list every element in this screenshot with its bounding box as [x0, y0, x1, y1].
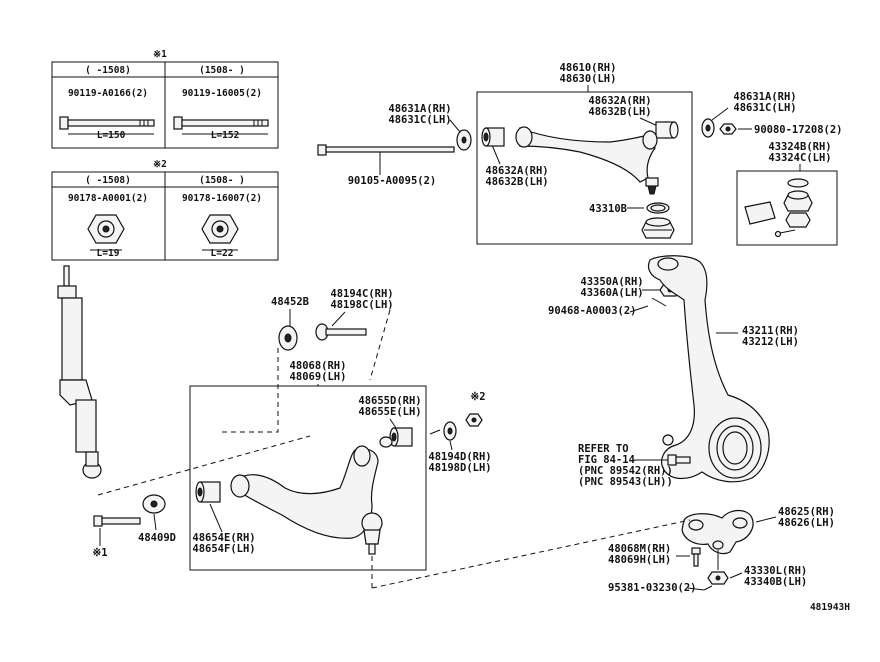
nut-icon — [719, 123, 737, 135]
bushing-icon — [481, 127, 505, 147]
bushing-icon — [195, 481, 221, 503]
boot-kit-icon — [744, 178, 813, 238]
label-refer-1: REFER TO — [578, 443, 629, 455]
label-knuckle-a-rh: 43350A(RH) — [580, 276, 643, 288]
label-nut-upper: 90080-17208(2) — [754, 124, 843, 136]
label-bush-632b-top: 48632B(LH) — [588, 106, 651, 118]
label-lower-arm-lh: 48069(LH) — [290, 371, 347, 383]
bolt-icon — [173, 116, 269, 130]
inset-nut-table: ※2 ( -1508) (1508- ) 90178-A0001(2) 9017… — [51, 159, 279, 261]
lower-control-arm — [230, 445, 383, 555]
cam-plate-icon — [142, 494, 166, 514]
label-cotter: 95381-03230(2) — [608, 582, 697, 594]
label-mark1: ※1 — [92, 547, 107, 559]
label-cam-bolt-lh: 48198C(LH) — [330, 299, 393, 311]
label-nut-330l: 43330L(RH) — [744, 565, 807, 577]
inset1-col1-range: ( -1508) — [85, 65, 131, 76]
bushing-icon — [655, 121, 679, 139]
boot-icon — [641, 217, 675, 239]
nut-icon — [201, 214, 239, 244]
inset2-col1-length: L=19 — [97, 248, 120, 259]
label-refer-3: (PNC 89542(RH)) — [578, 465, 673, 477]
label-mark2: ※2 — [470, 391, 485, 403]
boot-kit-frame — [736, 170, 838, 246]
label-hub-lh: 48626(LH) — [778, 517, 835, 529]
label-cam-nut-rh: 48194D(RH) — [428, 451, 491, 463]
label-knuckle-a-lh: 43360A(LH) — [580, 287, 643, 299]
label-knuckle-rh: 43211(RH) — [742, 325, 799, 337]
label-boot-rh: 43324B(RH) — [768, 141, 831, 153]
bolt-icon — [59, 116, 155, 130]
label-bushing-a-rh: 48631A(RH) — [388, 103, 451, 115]
cam-plate-icon — [278, 325, 298, 351]
label-upper-arm-lh: 48630(LH) — [560, 73, 617, 85]
ring-icon — [646, 202, 670, 214]
label-refer-4: (PNC 89543(LH)) — [578, 476, 673, 488]
inset1-col2-range: (1508- ) — [199, 65, 245, 76]
label-bushing-b-rh: 48631A(RH) — [733, 91, 796, 103]
label-bushing-a-lh: 48631C(LH) — [388, 114, 451, 126]
lower-bolt-icon — [93, 515, 141, 527]
label-lower-bolt: 48409D — [138, 532, 176, 544]
label-bush-632b-mid: 48632B(LH) — [485, 176, 548, 188]
bushing-icon — [379, 427, 413, 448]
washer-icon — [443, 421, 457, 441]
label-bush-632a-top: 48632A(RH) — [588, 95, 651, 107]
inset1-mark: ※1 — [153, 49, 167, 60]
label-bush-654e: 48654E(RH) — [192, 532, 255, 544]
nut-icon — [87, 214, 125, 244]
inset2-col2-length: L=22 — [211, 248, 234, 259]
shock-absorber — [57, 265, 102, 479]
label-refer-2: FIG 84-14 — [578, 454, 635, 466]
label-ball-joint: 43310B — [589, 203, 627, 215]
inset-bolt-table: ※1 ( -1508) (1508- ) 90119-A0166(2) 9011… — [51, 49, 279, 149]
label-bush-654f: 48654F(LH) — [192, 543, 255, 555]
label-nut-340b: 43340B(LH) — [744, 576, 807, 588]
inset2-col2-range: (1508- ) — [199, 175, 245, 186]
label-cam-plate: 48452B — [271, 296, 309, 308]
label-cam-bolt-rh: 48194C(RH) — [330, 288, 393, 300]
label-bush-655d: 48655D(RH) — [358, 395, 421, 407]
lower-bracket — [681, 509, 754, 555]
inset2-col1-range: ( -1508) — [85, 175, 131, 186]
upper-arm-bolt — [317, 144, 455, 156]
label-bushing-b-lh: 48631C(LH) — [733, 102, 796, 114]
cam-bolt-icon — [315, 323, 367, 341]
label-bracket-rh: 48068M(RH) — [608, 543, 671, 555]
castle-nut-icon — [707, 571, 729, 585]
label-bolt-upper: 90105-A0095(2) — [348, 175, 437, 187]
label-bracket-lh: 48069H(LH) — [608, 554, 671, 566]
upper-arm-frame — [476, 91, 693, 245]
label-lower-arm-rh: 48068(RH) — [290, 360, 347, 372]
nut-icon — [465, 413, 483, 427]
inset1-col2-length: L=152 — [211, 130, 240, 141]
inset1-col1-part: 90119-A0166(2) — [68, 88, 148, 99]
sensor-bolt-icon — [667, 454, 691, 466]
label-boot-lh: 43324C(LH) — [768, 152, 831, 164]
label-cam-nut-lh: 48198D(LH) — [428, 462, 491, 474]
lower-arm-frame — [189, 385, 427, 571]
diagram-id: 481943H — [810, 602, 850, 613]
label-bush-632a-mid: 48632A(RH) — [485, 165, 548, 177]
upper-control-arm — [515, 126, 659, 195]
label-pin-knuckle: 90468-A0003(2) — [548, 305, 637, 317]
washer-icon — [701, 118, 715, 138]
washer-icon — [456, 129, 472, 151]
label-knuckle-lh: 43212(LH) — [742, 336, 799, 348]
inset2-col2-part: 90178-16007(2) — [182, 193, 262, 204]
label-hub-rh: 48625(RH) — [778, 506, 835, 518]
inset1-col1-length: L=150 — [97, 130, 126, 141]
label-bush-655e: 48655E(LH) — [358, 406, 421, 418]
label-upper-arm-rh: 48610(RH) — [560, 62, 617, 74]
steering-knuckle — [647, 255, 770, 483]
inset2-col1-part: 90178-A0001(2) — [68, 193, 148, 204]
bolt-icon — [691, 547, 701, 567]
inset2-mark: ※2 — [153, 159, 167, 170]
inset1-col2-part: 90119-16005(2) — [182, 88, 262, 99]
